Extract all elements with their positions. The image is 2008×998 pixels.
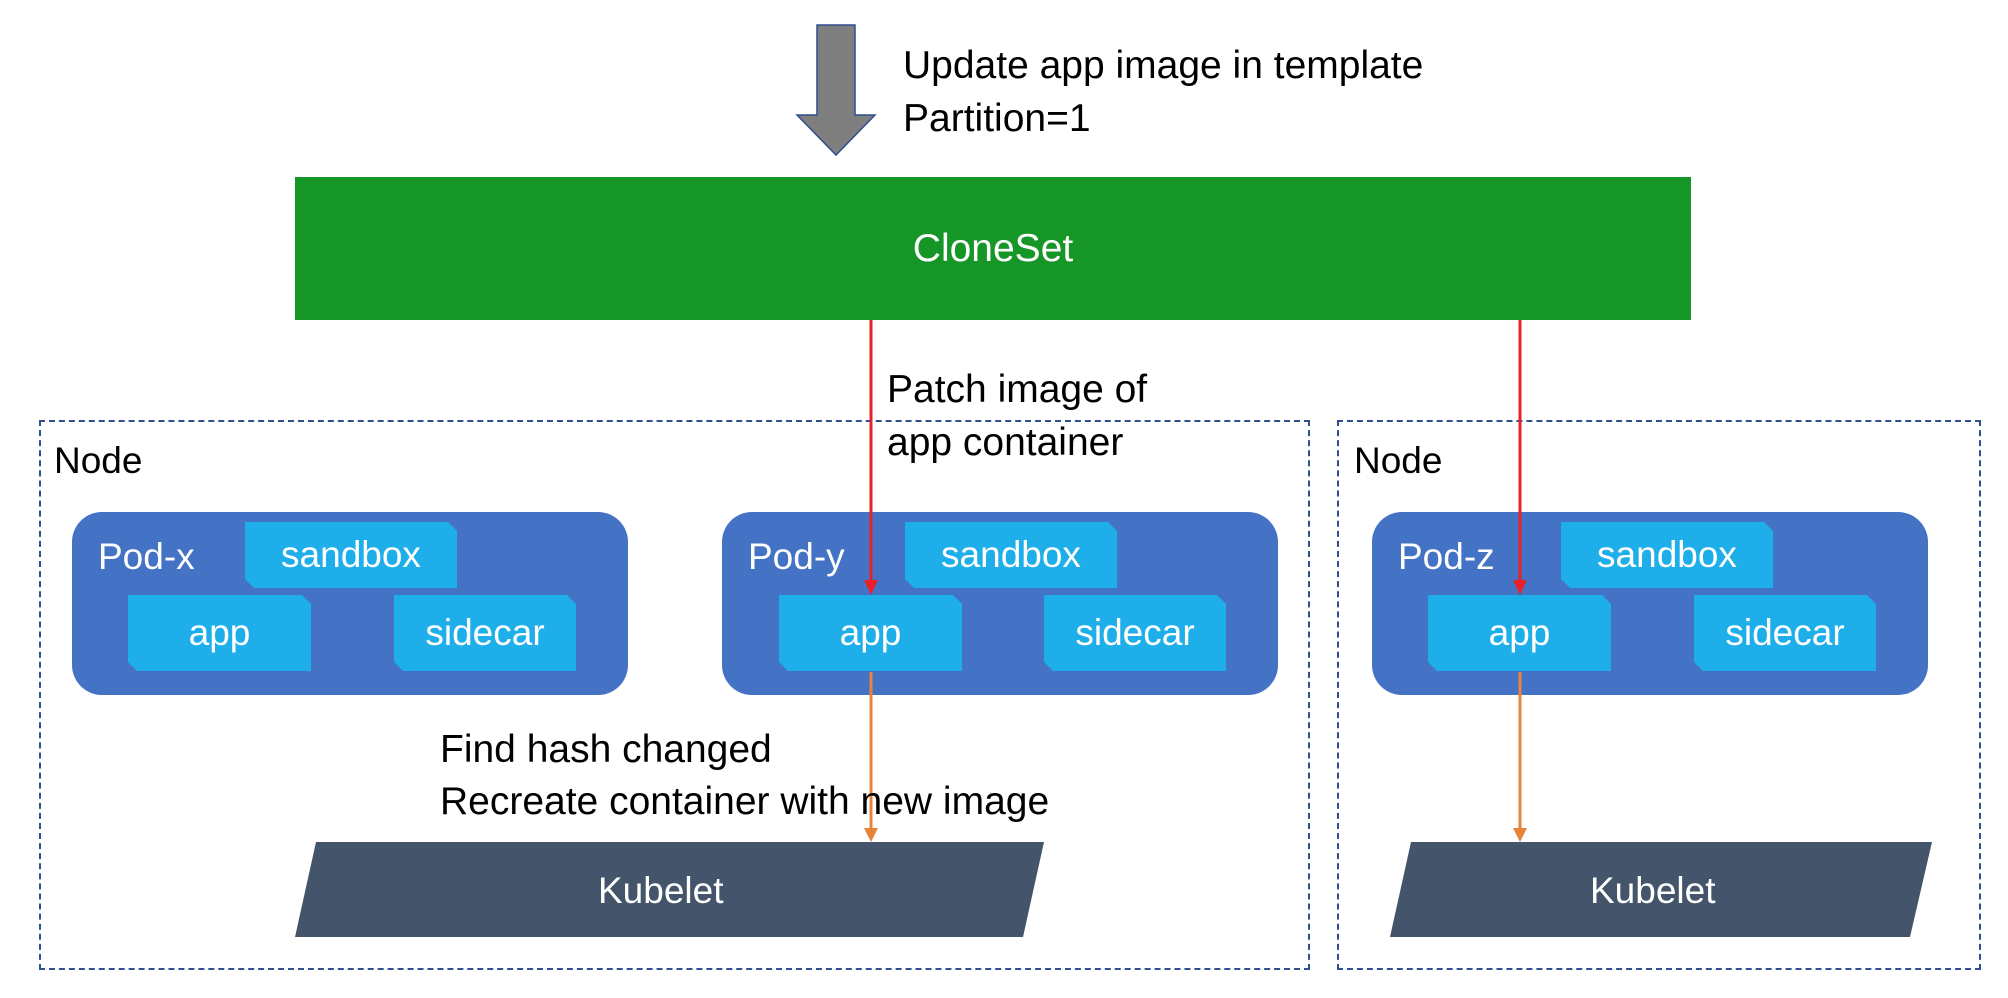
pod-y-label: Pod-y [748,536,845,577]
kubelet-label-node-2: Kubelet [1590,870,1716,911]
kubelet-note-line-1: Find hash changed [440,728,772,771]
pod-y-app-container[interactable]: app [779,595,962,671]
pod-y-sidecar-container[interactable]: sidecar [1044,595,1226,671]
kubelet-arrowhead-pod-y [864,828,878,842]
node-box-1 [39,420,1310,970]
pod-z-sidecar-container[interactable]: sidecar [1694,595,1876,671]
pod-x[interactable]: Pod-x sandbox app sidecar [72,512,628,695]
top-note-line-1: Update app image in template [903,44,1424,87]
patch-note-line-2: app container [887,421,1124,464]
cloneset-bar[interactable]: CloneSet [295,177,1691,320]
pod-x-sandbox-container[interactable]: sandbox [245,522,457,588]
cloneset-label: CloneSet [912,226,1074,270]
patch-arrowhead-pod-z [1513,580,1527,595]
kubelet-shape-node-1 [295,842,1044,937]
sandbox-label: sandbox [281,534,421,575]
sidecar-label: sidecar [425,612,545,653]
sandbox-label: sandbox [941,534,1081,575]
app-label: app [1488,612,1551,653]
sidecar-label: sidecar [1075,612,1195,653]
node-label-2: Node [1354,440,1443,481]
patch-arrowhead-pod-y [864,580,878,595]
patch-note-line-1: Patch image of [887,368,1148,411]
node-label-1: Node [54,440,143,481]
pod-y-sandbox-container[interactable]: sandbox [905,522,1117,588]
pod-y[interactable]: Pod-y sandbox app sidecar [722,512,1278,695]
kubelet-shape-node-2 [1390,842,1932,937]
app-label: app [188,612,251,653]
sidecar-label: sidecar [1725,612,1845,653]
pod-z-sandbox-container[interactable]: sandbox [1561,522,1773,588]
pod-z-app-container[interactable]: app [1428,595,1611,671]
app-label: app [839,612,902,653]
pod-x-app-container[interactable]: app [128,595,311,671]
top-note-line-2: Partition=1 [903,97,1091,140]
kubelet-arrowhead-pod-z [1513,828,1527,842]
pod-z[interactable]: Pod-z sandbox app sidecar [1372,512,1928,695]
pod-x-label: Pod-x [98,536,195,577]
pod-x-sidecar-container[interactable]: sidecar [394,595,576,671]
kubelet-note-line-2: Recreate container with new image [440,780,1050,823]
pod-z-label: Pod-z [1398,536,1495,577]
node-box-2 [1337,420,1981,970]
sandbox-label: sandbox [1597,534,1737,575]
kubelet-label-node-1: Kubelet [598,870,724,911]
